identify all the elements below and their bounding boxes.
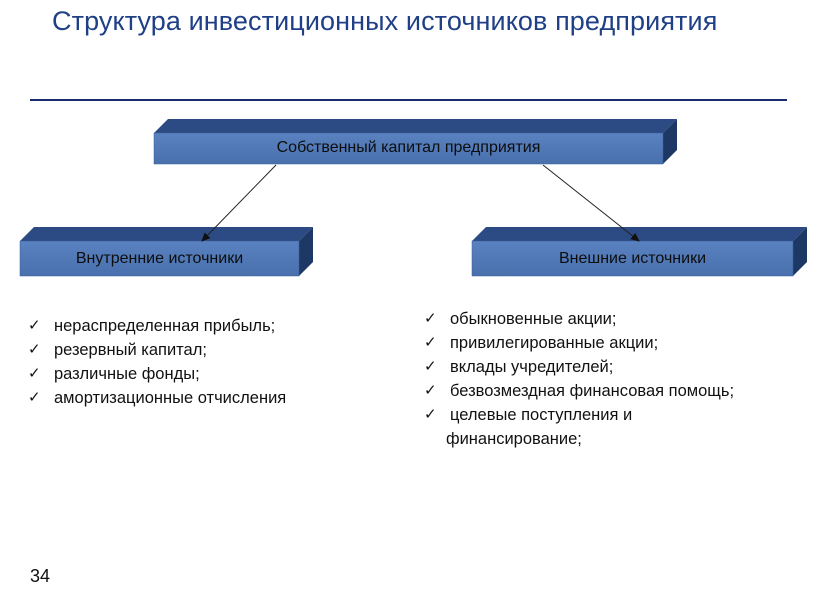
external-box bbox=[471, 227, 807, 277]
checkmark-icon: ✓ bbox=[424, 358, 437, 375]
root-box-side-face bbox=[663, 119, 677, 164]
internal-box-top-face bbox=[20, 227, 313, 241]
internal-box-side-face bbox=[299, 227, 313, 276]
external-box-side-face bbox=[793, 227, 807, 276]
internal-box-label: Внутренние источники bbox=[75, 250, 244, 267]
root-box-front-face bbox=[153, 132, 664, 165]
root-box bbox=[153, 119, 677, 165]
list-item: ✓вклады учредителей; bbox=[424, 355, 734, 379]
slide-title: Структура инвестиционных источников пред… bbox=[52, 6, 718, 36]
checkmark-icon: ✓ bbox=[424, 310, 437, 327]
checkmark-icon: ✓ bbox=[28, 365, 41, 382]
checkmark-icon: ✓ bbox=[424, 334, 437, 351]
list-item: ✓различные фонды; bbox=[28, 362, 286, 386]
checkmark-icon: ✓ bbox=[28, 341, 41, 358]
list-item: ✓резервный капитал; bbox=[28, 338, 286, 362]
title-underline bbox=[30, 99, 787, 101]
page-number: 34 bbox=[30, 566, 51, 586]
root-box-label: Собственный капитал предприятия bbox=[276, 139, 541, 156]
internal-box-front-face bbox=[19, 240, 300, 277]
arrow-to-internal bbox=[201, 164, 277, 242]
list-item-continuation: финансирование; bbox=[446, 430, 582, 448]
arrow-to-external bbox=[542, 164, 640, 242]
checkmark-icon: ✓ bbox=[28, 317, 41, 334]
checkmark-icon: ✓ bbox=[424, 382, 437, 399]
external-box-front-face bbox=[471, 240, 794, 277]
checkmark-icon: ✓ bbox=[28, 389, 41, 406]
list-item: ✓амортизационные отчисления bbox=[28, 386, 286, 410]
list-item: ✓обыкновенные акции; bbox=[424, 307, 734, 331]
list-item: ✓привилегированные акции; bbox=[424, 331, 734, 355]
external-box-top-face bbox=[472, 227, 807, 241]
internal-box bbox=[19, 227, 313, 277]
checkmark-icon: ✓ bbox=[424, 406, 437, 423]
list-item: ✓нераспределенная прибыль; bbox=[28, 314, 286, 338]
root-box-top-face bbox=[154, 119, 677, 133]
internal-sources-list: ✓нераспределенная прибыль; ✓резервный ка… bbox=[28, 314, 286, 410]
external-sources-list: ✓обыкновенные акции; ✓привилегированные … bbox=[424, 307, 734, 451]
list-item: ✓безвозмездная финансовая помощь; bbox=[424, 379, 734, 403]
external-box-label: Внешние источники bbox=[558, 250, 707, 267]
